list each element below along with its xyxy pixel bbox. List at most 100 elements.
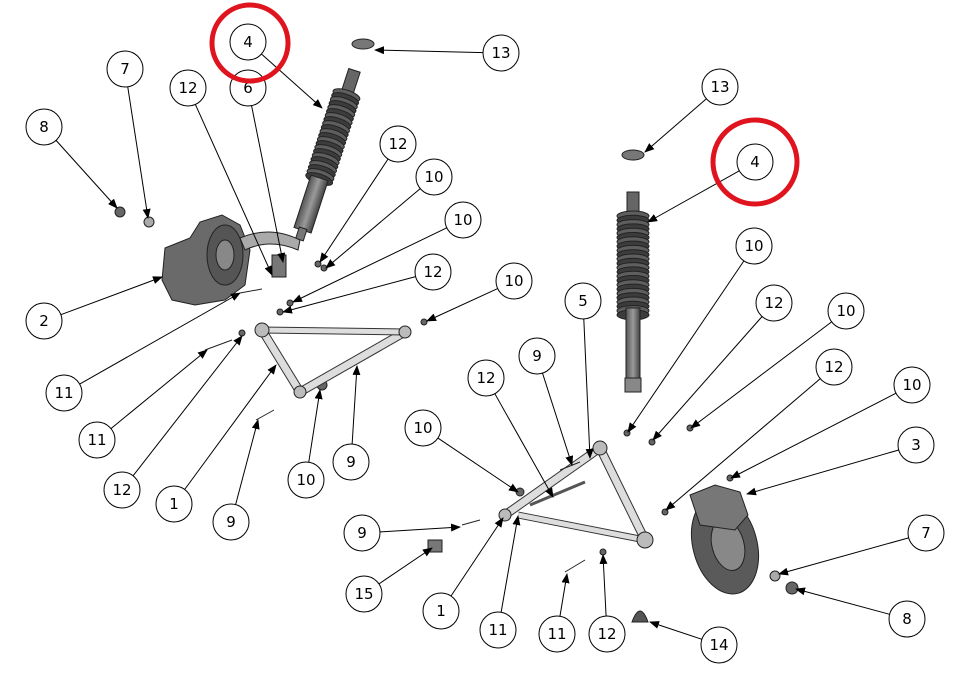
balloon-number: 10 [296, 471, 315, 489]
right-control-arm [498, 440, 654, 549]
balloon-number: 10 [413, 419, 432, 437]
right-balloon: 10 [627, 227, 773, 433]
right-balloon: 11 [479, 515, 521, 649]
leader-arrow [494, 393, 554, 498]
balloon-circle [444, 201, 482, 239]
balloon-circle [45, 374, 83, 412]
balloon-number: 1 [436, 602, 446, 620]
balloon-number: 9 [226, 513, 236, 531]
leader-arrow [559, 573, 570, 617]
leader-arrow [583, 318, 594, 459]
right-steering-knuckle [689, 484, 760, 595]
leader-arrow [194, 104, 273, 276]
balloon-circle [345, 575, 383, 613]
balloon-circle [332, 443, 370, 481]
balloon-circle [495, 262, 533, 300]
right-shock-cap [621, 149, 645, 161]
left-balloon: 12 [319, 125, 417, 263]
balloon-number: 11 [54, 384, 73, 402]
right-balloon: 13 [644, 68, 739, 153]
balloon-circle [155, 485, 193, 523]
left-balloon: 2 [25, 276, 163, 340]
leader-arrow [665, 378, 821, 511]
leader-arrow [110, 349, 208, 429]
right-balloon: 10 [404, 409, 519, 493]
right-balloon: 9 [518, 337, 574, 466]
balloon-circle [25, 108, 63, 146]
balloon-number: 12 [388, 135, 407, 153]
balloon-circle [212, 503, 250, 541]
balloon-circle [518, 337, 556, 375]
balloon-number: 10 [453, 211, 472, 229]
leader-arrow [450, 517, 504, 597]
right-balloon: 10 [730, 366, 931, 479]
balloon-circle [379, 125, 417, 163]
balloon-circle [422, 592, 460, 630]
leader-arrow [652, 316, 763, 441]
left-balloon: 12 [282, 253, 452, 314]
balloon-number: 12 [824, 358, 843, 376]
highlight-circle [710, 117, 800, 207]
balloon-circle [893, 366, 931, 404]
left-balloon: 10 [292, 201, 482, 303]
leader-arrow [379, 523, 461, 533]
right-balloon: 8 [795, 587, 926, 638]
balloon-number: 12 [764, 294, 783, 312]
left-balloon: 12 [103, 335, 243, 509]
balloon-number: 12 [423, 263, 442, 281]
leader-arrow [746, 449, 899, 496]
right-balloon: 12 [588, 554, 626, 653]
balloon-circle [701, 68, 739, 106]
leader-arrow [730, 392, 897, 479]
left-balloon: 10 [426, 262, 533, 322]
balloon-number: 9 [357, 524, 367, 542]
balloon-circle [343, 514, 381, 552]
balloon-circle [897, 426, 935, 464]
balloon-number: 10 [836, 302, 855, 320]
balloon-circle [106, 50, 144, 88]
right-balloon: 14 [649, 621, 738, 664]
leader-arrow [79, 292, 241, 385]
leader-arrow [795, 587, 890, 615]
parts-layer [114, 38, 799, 623]
leader-arrow [351, 365, 361, 445]
leader-arrow [500, 515, 521, 613]
left-balloon: 11 [45, 292, 241, 412]
left-balloon: 11 [78, 349, 208, 459]
leader-arrow [261, 53, 323, 109]
right-balloon: 12 [467, 359, 554, 498]
left-balloon: 7 [106, 50, 151, 219]
right-balloon: 5 [564, 282, 602, 459]
balloon-number: 2 [39, 312, 49, 330]
balloon-circle [479, 611, 517, 649]
right-balloon: 10 [690, 292, 865, 429]
leader-arrow [184, 364, 277, 490]
balloon-number: 3 [911, 436, 921, 454]
leader-arrow [292, 227, 448, 303]
balloon-number: 13 [491, 44, 510, 62]
leader-arrow [282, 276, 416, 314]
balloon-number: 15 [354, 585, 373, 603]
balloon-number: 10 [424, 168, 443, 186]
balloon-number: 10 [902, 376, 921, 394]
right-balloon: 12 [665, 348, 853, 511]
leader-arrow [378, 547, 433, 585]
balloon-circle [414, 253, 452, 291]
balloon-number: 10 [744, 237, 763, 255]
balloon-number: 9 [346, 453, 356, 471]
leader-arrow [778, 537, 909, 576]
balloon-number: 4 [750, 153, 760, 171]
balloon-number: 13 [710, 78, 729, 96]
left-balloon: 10 [325, 158, 453, 269]
leader-arrow [647, 170, 740, 223]
balloon-circle [229, 23, 267, 61]
right-balloon: 11 [538, 573, 576, 653]
balloon-circle [78, 421, 116, 459]
balloon-number: 14 [709, 636, 728, 654]
balloon-number: 11 [547, 625, 566, 643]
left-balloon: 9 [332, 365, 370, 481]
leader-arrow [644, 98, 707, 153]
leader-arrow [235, 419, 260, 505]
